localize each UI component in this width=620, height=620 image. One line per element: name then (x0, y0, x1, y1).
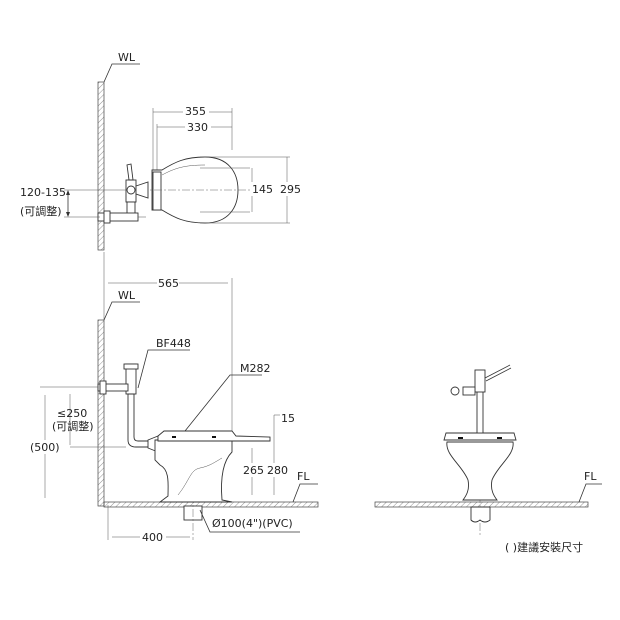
side-view: WL 565 Ø100(4")(PVC) 400 BF448 ≤250 (28, 252, 319, 544)
drain-spec: Ø100(4")(PVC) (212, 517, 293, 530)
dim-265: 265 (243, 464, 264, 477)
top-view: WL 355 330 145 295 (20, 51, 301, 251)
bowl-top-outline (151, 156, 239, 224)
wl-leader (103, 63, 140, 83)
front-view: FL (374, 364, 602, 535)
dim-le-250: ≤250 (57, 407, 87, 420)
wl-label: WL (118, 51, 136, 64)
dim-145: 145 (252, 183, 273, 196)
seat-model-label: M282 (240, 362, 271, 375)
fl-label-side: FL (297, 470, 310, 483)
dim-295: 295 (280, 183, 301, 196)
dim-15: 15 (281, 412, 295, 425)
dim-565: 565 (158, 277, 179, 290)
valve-model-label: BF448 (156, 337, 191, 350)
dim-adjustable-note-side: (可調整) (52, 419, 94, 433)
wall-hatch (97, 81, 105, 251)
flush-valve-side (97, 363, 159, 453)
toilet-side (154, 430, 271, 503)
dim-120-135: 120-135 (20, 186, 66, 199)
flush-valve-top (97, 163, 149, 224)
wl-label-side: WL (118, 289, 136, 302)
dim-355: 355 (185, 105, 206, 118)
legend-note: ( )建議安裝尺寸 (505, 540, 583, 554)
dim-280: 280 (267, 464, 288, 477)
dim-330: 330 (187, 121, 208, 134)
dim-adjustable-note: (可調整) (20, 204, 62, 218)
dim-500: (500) (30, 441, 60, 454)
dim-400: 400 (142, 531, 163, 544)
floor-hatch-front (374, 501, 589, 508)
wall-hatch-side (97, 319, 105, 507)
fl-label-front: FL (584, 470, 597, 483)
floor-hatch-side (103, 501, 319, 508)
